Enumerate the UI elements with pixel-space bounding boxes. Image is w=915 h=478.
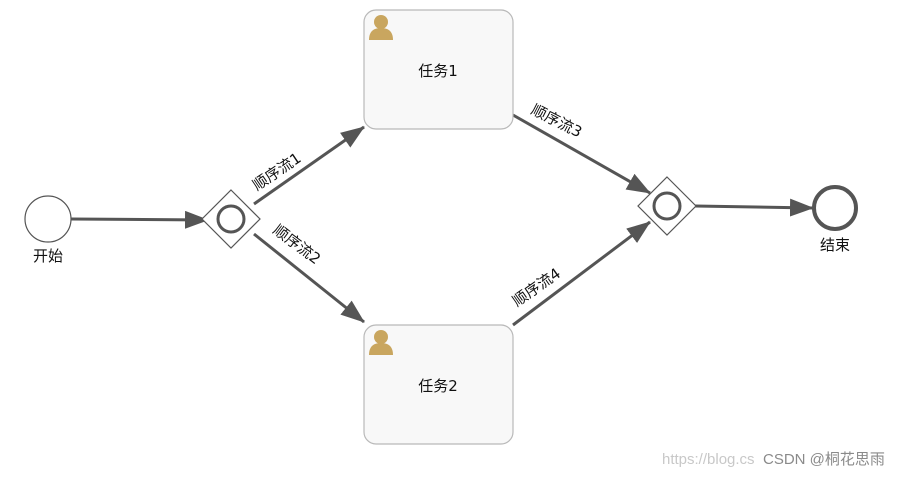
- flow-label-3: 顺序流3: [528, 101, 585, 142]
- end-event-label: 结束: [820, 236, 850, 254]
- start-event[interactable]: 开始: [24, 195, 72, 265]
- sequence-flow-start-to-gateway1[interactable]: [70, 210, 209, 229]
- end-event-icon: [812, 185, 858, 231]
- watermark-url: https://blog.cs: [662, 451, 755, 468]
- user-task-2[interactable]: 任务2: [363, 324, 514, 445]
- watermark: https://blog.cs CSDN @桐花思雨: [662, 451, 885, 468]
- inclusive-gateway-1[interactable]: [201, 189, 261, 249]
- user-task-icon: [369, 330, 393, 355]
- start-event-icon: [24, 195, 72, 243]
- inclusive-gateway-2[interactable]: [637, 176, 697, 236]
- sequence-flow-gateway2-to-end[interactable]: [694, 198, 814, 217]
- watermark-author: CSDN @桐花思雨: [763, 451, 885, 468]
- start-event-label: 开始: [33, 247, 63, 265]
- flow-label-2: 顺序流2: [270, 221, 324, 268]
- flow-label-4: 顺序流4: [509, 264, 564, 310]
- sequence-flow-3[interactable]: 顺序流3: [512, 101, 651, 195]
- end-event[interactable]: 结束: [812, 185, 858, 254]
- user-task-1[interactable]: 任务1: [363, 9, 514, 130]
- user-task-icon: [369, 15, 393, 40]
- sequence-flow-4[interactable]: 顺序流4: [509, 220, 651, 327]
- gateway-diamond-icon: [637, 176, 697, 236]
- sequence-flow-1[interactable]: 顺序流1: [249, 125, 365, 206]
- inclusive-circle-icon: [652, 191, 682, 221]
- inclusive-circle-icon: [216, 204, 246, 234]
- task-label-2: 任务2: [418, 377, 458, 395]
- gateway-diamond-icon: [201, 189, 261, 249]
- task-label-1: 任务1: [418, 62, 458, 80]
- sequence-flow-2[interactable]: 顺序流2: [253, 221, 365, 324]
